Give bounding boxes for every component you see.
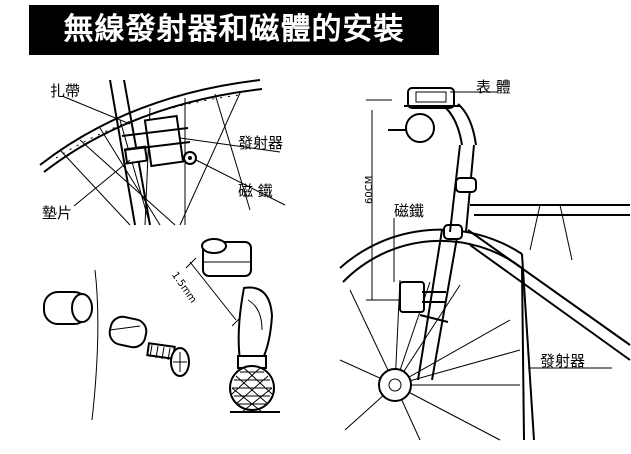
fork-leg — [109, 79, 136, 226]
bicycle-front — [339, 87, 631, 441]
spoke — [394, 349, 521, 386]
label-magnet-top: 磁 鐵 — [238, 182, 273, 200]
transmitter-side — [237, 286, 274, 361]
spoke — [179, 92, 241, 226]
dim-tick — [185, 257, 197, 269]
spoke — [214, 93, 251, 211]
leader-pad — [73, 159, 131, 207]
fork-back — [431, 231, 459, 381]
sensor-grid — [232, 371, 272, 405]
tire-inner — [342, 239, 523, 283]
wheel-detail-top-left — [39, 79, 286, 226]
computer-body — [407, 87, 455, 109]
magnet-top-face — [201, 238, 227, 254]
sensor-grid — [231, 367, 273, 413]
spoke — [394, 284, 461, 386]
label-computer: 表 體 — [476, 78, 511, 96]
fork-front — [417, 229, 443, 381]
nut-groove — [109, 325, 141, 331]
spoke — [99, 127, 161, 226]
zip-tie-upper — [121, 127, 189, 137]
bike-magnet-arm — [419, 314, 449, 323]
leader-magnet — [195, 159, 286, 206]
spoke-curve — [91, 269, 99, 421]
leader-transmitter — [179, 137, 281, 153]
screw-threads — [149, 344, 171, 361]
transmitter-contour — [247, 299, 263, 331]
head-tube-front — [449, 144, 461, 233]
head-tube-collar — [455, 177, 477, 193]
hub-axle — [388, 378, 402, 392]
handlebar-end — [405, 113, 435, 143]
label-transmitter-bike: 發射器 — [540, 352, 586, 370]
spoke — [394, 319, 511, 386]
magnet-cup-face — [71, 293, 93, 323]
spoke — [119, 119, 151, 226]
down-tube-lower — [469, 244, 631, 361]
title-banner: 無線發射器和磁體的安裝 — [29, 5, 439, 55]
rim-inner-arc — [43, 88, 263, 173]
tire-outer — [339, 228, 523, 269]
label-magnet-bike: 磁鐵 — [394, 202, 425, 220]
frame-brace — [559, 204, 573, 261]
rim-right-side — [521, 267, 525, 441]
front-hub — [378, 368, 412, 402]
dim-line — [189, 261, 237, 321]
down-tube — [467, 229, 631, 346]
label-pad: 墊片 — [42, 204, 73, 222]
magnet-center — [188, 156, 192, 160]
stem-front — [445, 107, 463, 146]
transmitter-unit — [143, 114, 185, 168]
page-title: 無線發射器和磁體的安裝 — [63, 12, 405, 47]
fork-crown — [443, 224, 463, 240]
bike-transmitter — [399, 281, 425, 313]
rim-outer-arc — [39, 79, 261, 166]
magnet-exploded-view — [43, 269, 190, 421]
label-transmitter-top: 發射器 — [238, 134, 284, 152]
stem-back — [457, 103, 477, 146]
frame-brace — [529, 204, 541, 251]
spoke — [349, 289, 396, 386]
label-distance: 60CM — [364, 175, 375, 204]
spoke — [59, 149, 131, 226]
gap-detail — [185, 238, 280, 413]
magnet-nut — [108, 315, 148, 349]
label-zip-tie: 扎帶 — [50, 82, 81, 100]
leader-zip-tie — [61, 95, 131, 125]
computer-screen — [415, 91, 447, 103]
spoke — [394, 384, 501, 441]
zip-tie-lower — [123, 141, 191, 151]
